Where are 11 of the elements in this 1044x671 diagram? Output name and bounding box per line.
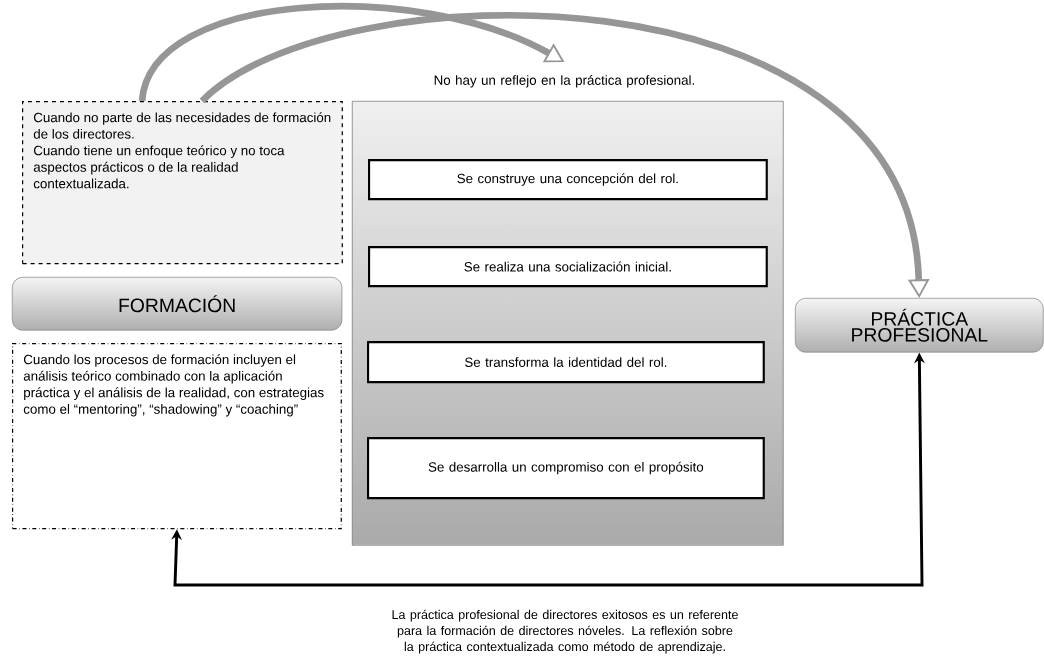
caption-text: La práctica profesional de directores exitosos es un referente para la formación de directores nóveles. La reflexión sobre la práctica contextualizada como método de aprendizaje. <box>392 609 738 654</box>
statement-box: Se construye una concepción del rol. <box>368 159 768 201</box>
title-box: PRÁCTICA PROFESIONAL <box>795 298 1044 353</box>
note-box: Cuando no parte de las necesidades de formación de los directores. Cuando tiene un enfoque teórico y no toca aspectos prácticos o de la realidad contextualizada. <box>22 101 343 265</box>
statement-box: Se desarrolla un compromiso con el propósito <box>367 437 765 500</box>
note-text: No hay un reflejo en la práctica profesional. <box>434 74 694 88</box>
statement-box: Se realiza una socialización inicial. <box>368 246 768 288</box>
arrow <box>200 12 930 298</box>
title-box: FORMACIÓN <box>12 277 343 331</box>
statement-box: Se transforma la identidad del rol. <box>367 341 765 384</box>
note-box: Cuando los procesos de formación incluyen el análisis teórico combinado con la aplicación práctica y el análisis de la realidad, con estrategias como el “mentoring”, “shadowing” y “coaching” <box>12 343 342 530</box>
